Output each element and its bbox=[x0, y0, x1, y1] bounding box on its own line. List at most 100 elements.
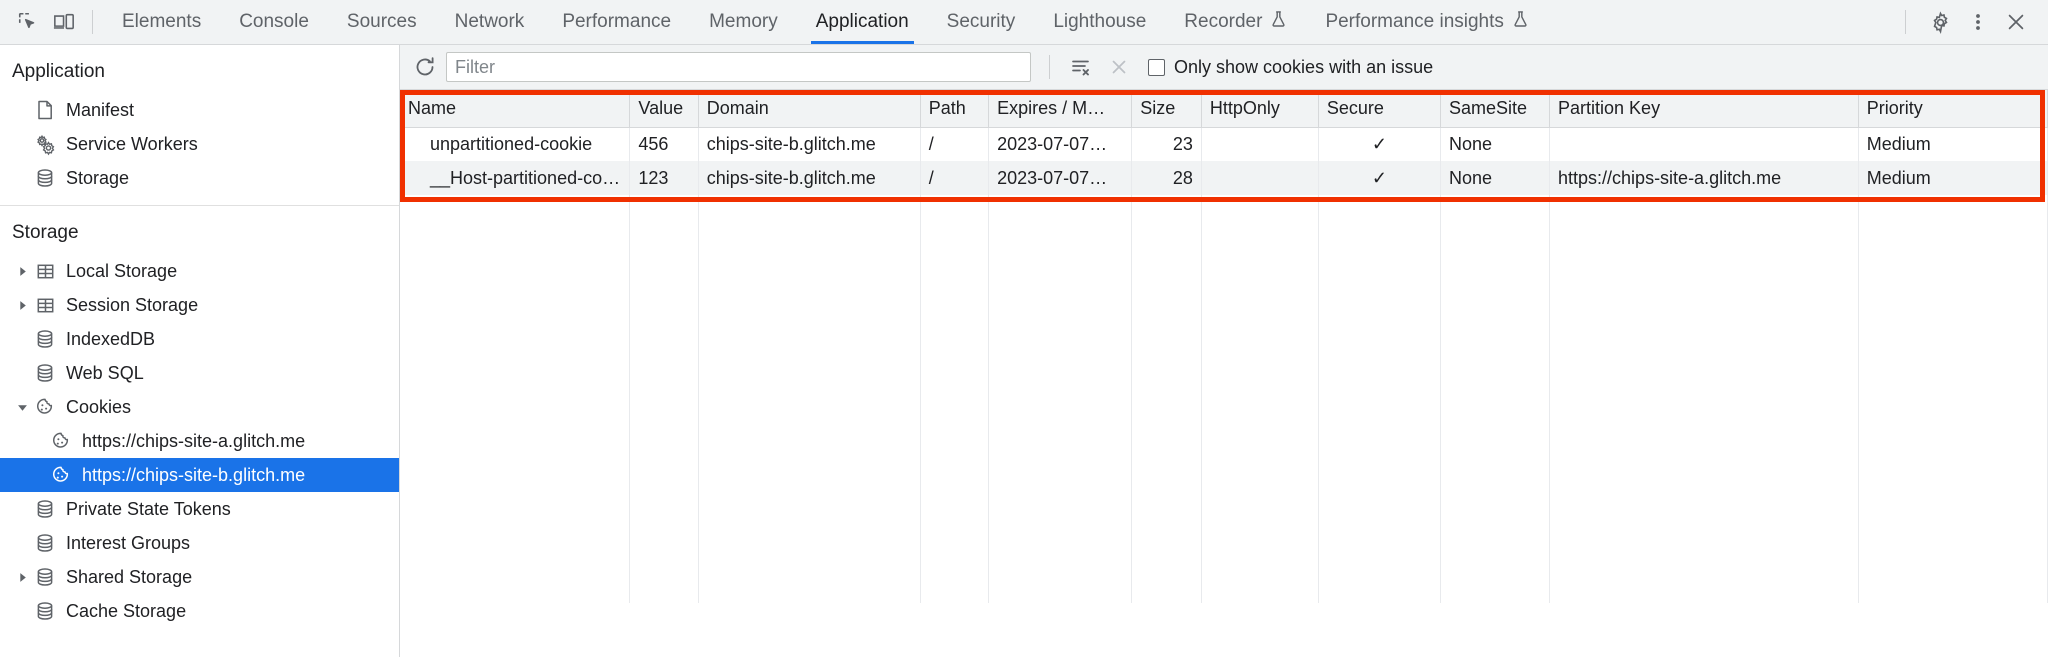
column-header-expires[interactable]: Expires / M… bbox=[988, 90, 1133, 128]
sidebar-item-label: Interest Groups bbox=[66, 533, 191, 553]
column-header-value[interactable]: Value bbox=[629, 90, 699, 128]
column-header-name[interactable]: Name bbox=[400, 90, 631, 128]
sidebar-item-label: Web SQL bbox=[66, 363, 144, 383]
chevron-right-icon[interactable] bbox=[12, 572, 32, 583]
clear-all-icon[interactable] bbox=[1102, 51, 1136, 83]
tab-label: Sources bbox=[346, 11, 417, 32]
sidebar-item-cache-storage[interactable]: Cache Storage bbox=[0, 594, 399, 628]
tab-console[interactable]: Console bbox=[220, 0, 328, 44]
table-icon bbox=[32, 292, 58, 318]
inspect-element-icon[interactable] bbox=[10, 5, 46, 39]
column-header-path[interactable]: Path bbox=[920, 90, 990, 128]
sidebar-item-label: Private State Tokens bbox=[66, 499, 231, 519]
cell-samesite: None bbox=[1440, 161, 1551, 195]
sidebar-item-manifest[interactable]: Manifest bbox=[0, 93, 399, 127]
only-show-issues-checkbox-row[interactable]: Only show cookies with an issue bbox=[1148, 57, 1433, 78]
sidebar-item-local-storage[interactable]: Local Storage bbox=[0, 254, 399, 288]
cookies-pane: Only show cookies with an issue Name Val… bbox=[400, 45, 2048, 657]
cell-path: / bbox=[920, 127, 990, 161]
database-icon bbox=[32, 496, 58, 522]
database-icon bbox=[32, 165, 58, 191]
cell-expires: 2023-07-07… bbox=[988, 161, 1133, 195]
column-header-priority[interactable]: Priority bbox=[1858, 90, 2048, 128]
chevron-right-icon[interactable] bbox=[12, 300, 32, 311]
table-filler-row bbox=[400, 365, 2048, 399]
tab-security[interactable]: Security bbox=[928, 0, 1035, 44]
column-header-httponly[interactable]: HttpOnly bbox=[1201, 90, 1319, 128]
device-toolbar-icon[interactable] bbox=[46, 5, 82, 39]
sidebar-item-label: Storage bbox=[66, 168, 130, 188]
column-header-samesite[interactable]: SameSite bbox=[1440, 90, 1551, 128]
sidebar-item-label: Cookies bbox=[66, 397, 132, 417]
database-icon bbox=[32, 598, 58, 624]
cookies-table: Name Value Domain Path Expires / M… Size… bbox=[400, 90, 2048, 603]
database-icon bbox=[32, 360, 58, 386]
sidebar-item-cookies-chips-site-a[interactable]: https://chips-site-a.glitch.me bbox=[0, 424, 399, 458]
sidebar-item-service-workers[interactable]: Service Workers bbox=[0, 127, 399, 161]
sidebar-item-indexeddb[interactable]: IndexedDB bbox=[0, 322, 399, 356]
filter-input-wrapper[interactable] bbox=[446, 52, 1031, 82]
table-filler-row bbox=[400, 229, 2048, 263]
tab-sources[interactable]: Sources bbox=[328, 0, 436, 44]
table-filler-row bbox=[400, 399, 2048, 433]
tab-application[interactable]: Application bbox=[797, 0, 928, 44]
only-show-issues-checkbox[interactable] bbox=[1148, 58, 1165, 76]
storage-section: Storage Local Storage bbox=[0, 206, 399, 628]
sidebar-item-label: Cache Storage bbox=[66, 601, 187, 621]
tab-lighthouse[interactable]: Lighthouse bbox=[1034, 0, 1165, 44]
sidebar-item-interest-groups[interactable]: Interest Groups bbox=[0, 526, 399, 560]
sidebar-item-label: https://chips-site-b.glitch.me bbox=[82, 465, 306, 485]
cookie-icon bbox=[48, 462, 74, 488]
tab-performance[interactable]: Performance bbox=[543, 0, 690, 44]
more-options-icon[interactable] bbox=[1960, 5, 1996, 39]
sidebar-item-label: Manifest bbox=[66, 100, 135, 120]
close-icon[interactable] bbox=[1998, 5, 2034, 39]
tab-network[interactable]: Network bbox=[436, 0, 544, 44]
column-header-size[interactable]: Size bbox=[1131, 90, 1202, 128]
tab-label: Application bbox=[815, 11, 909, 32]
tab-performance-insights[interactable]: Performance insights bbox=[1306, 0, 1547, 44]
sidebar-item-cookies-chips-site-b[interactable]: https://chips-site-b.glitch.me bbox=[0, 458, 399, 492]
tab-memory[interactable]: Memory bbox=[690, 0, 797, 44]
table-row[interactable]: unpartitioned-cookie 456 chips-site-b.gl… bbox=[400, 127, 2048, 161]
gear-icon[interactable] bbox=[1922, 5, 1958, 39]
tab-label: Recorder bbox=[1184, 11, 1263, 32]
filter-input[interactable] bbox=[455, 56, 1022, 78]
cell-partition-key: https://chips-site-a.glitch.me bbox=[1549, 161, 1859, 195]
chevron-down-icon[interactable] bbox=[12, 402, 32, 413]
cookie-icon bbox=[32, 394, 58, 420]
table-filler-row bbox=[400, 331, 2048, 365]
sidebar-item-session-storage[interactable]: Session Storage bbox=[0, 288, 399, 322]
storage-section-title: Storage bbox=[12, 222, 79, 243]
sidebar-item-private-state-tokens[interactable]: Private State Tokens bbox=[0, 492, 399, 526]
column-header-partition-key[interactable]: Partition Key bbox=[1549, 90, 1859, 128]
cell-name: __Host-partitioned-cookie bbox=[400, 161, 631, 195]
cell-path: / bbox=[920, 161, 990, 195]
sidebar-item-label: https://chips-site-a.glitch.me bbox=[82, 431, 306, 451]
sidebar-item-label: Service Workers bbox=[66, 134, 198, 154]
sidebar-item-cookies[interactable]: Cookies bbox=[0, 390, 399, 424]
application-sidebar: Application Manifest bbox=[0, 45, 400, 657]
column-header-secure[interactable]: Secure bbox=[1318, 90, 1441, 128]
column-header-domain[interactable]: Domain bbox=[698, 90, 921, 128]
cookies-filter-toolbar: Only show cookies with an issue bbox=[400, 45, 2048, 90]
table-filler-row bbox=[400, 569, 2048, 603]
cell-samesite: None bbox=[1440, 127, 1551, 161]
database-icon bbox=[32, 530, 58, 556]
document-icon bbox=[32, 97, 58, 123]
table-row[interactable]: __Host-partitioned-cookie 123 chips-site… bbox=[400, 161, 2048, 195]
refresh-icon[interactable] bbox=[408, 51, 442, 83]
sidebar-item-label: Local Storage bbox=[66, 261, 178, 281]
tab-recorder[interactable]: Recorder bbox=[1165, 0, 1306, 44]
table-filler-row bbox=[400, 433, 2048, 467]
sidebar-item-shared-storage[interactable]: Shared Storage bbox=[0, 560, 399, 594]
table-header-row: Name Value Domain Path Expires / M… Size… bbox=[400, 90, 2048, 128]
chevron-right-icon[interactable] bbox=[12, 266, 32, 277]
clear-filters-icon[interactable] bbox=[1064, 51, 1098, 83]
cookie-icon bbox=[48, 428, 74, 454]
sidebar-item-web-sql[interactable]: Web SQL bbox=[0, 356, 399, 390]
cell-partition-key bbox=[1549, 127, 1859, 161]
sidebar-item-storage[interactable]: Storage bbox=[0, 161, 399, 195]
database-icon bbox=[32, 326, 58, 352]
tab-elements[interactable]: Elements bbox=[103, 0, 220, 44]
